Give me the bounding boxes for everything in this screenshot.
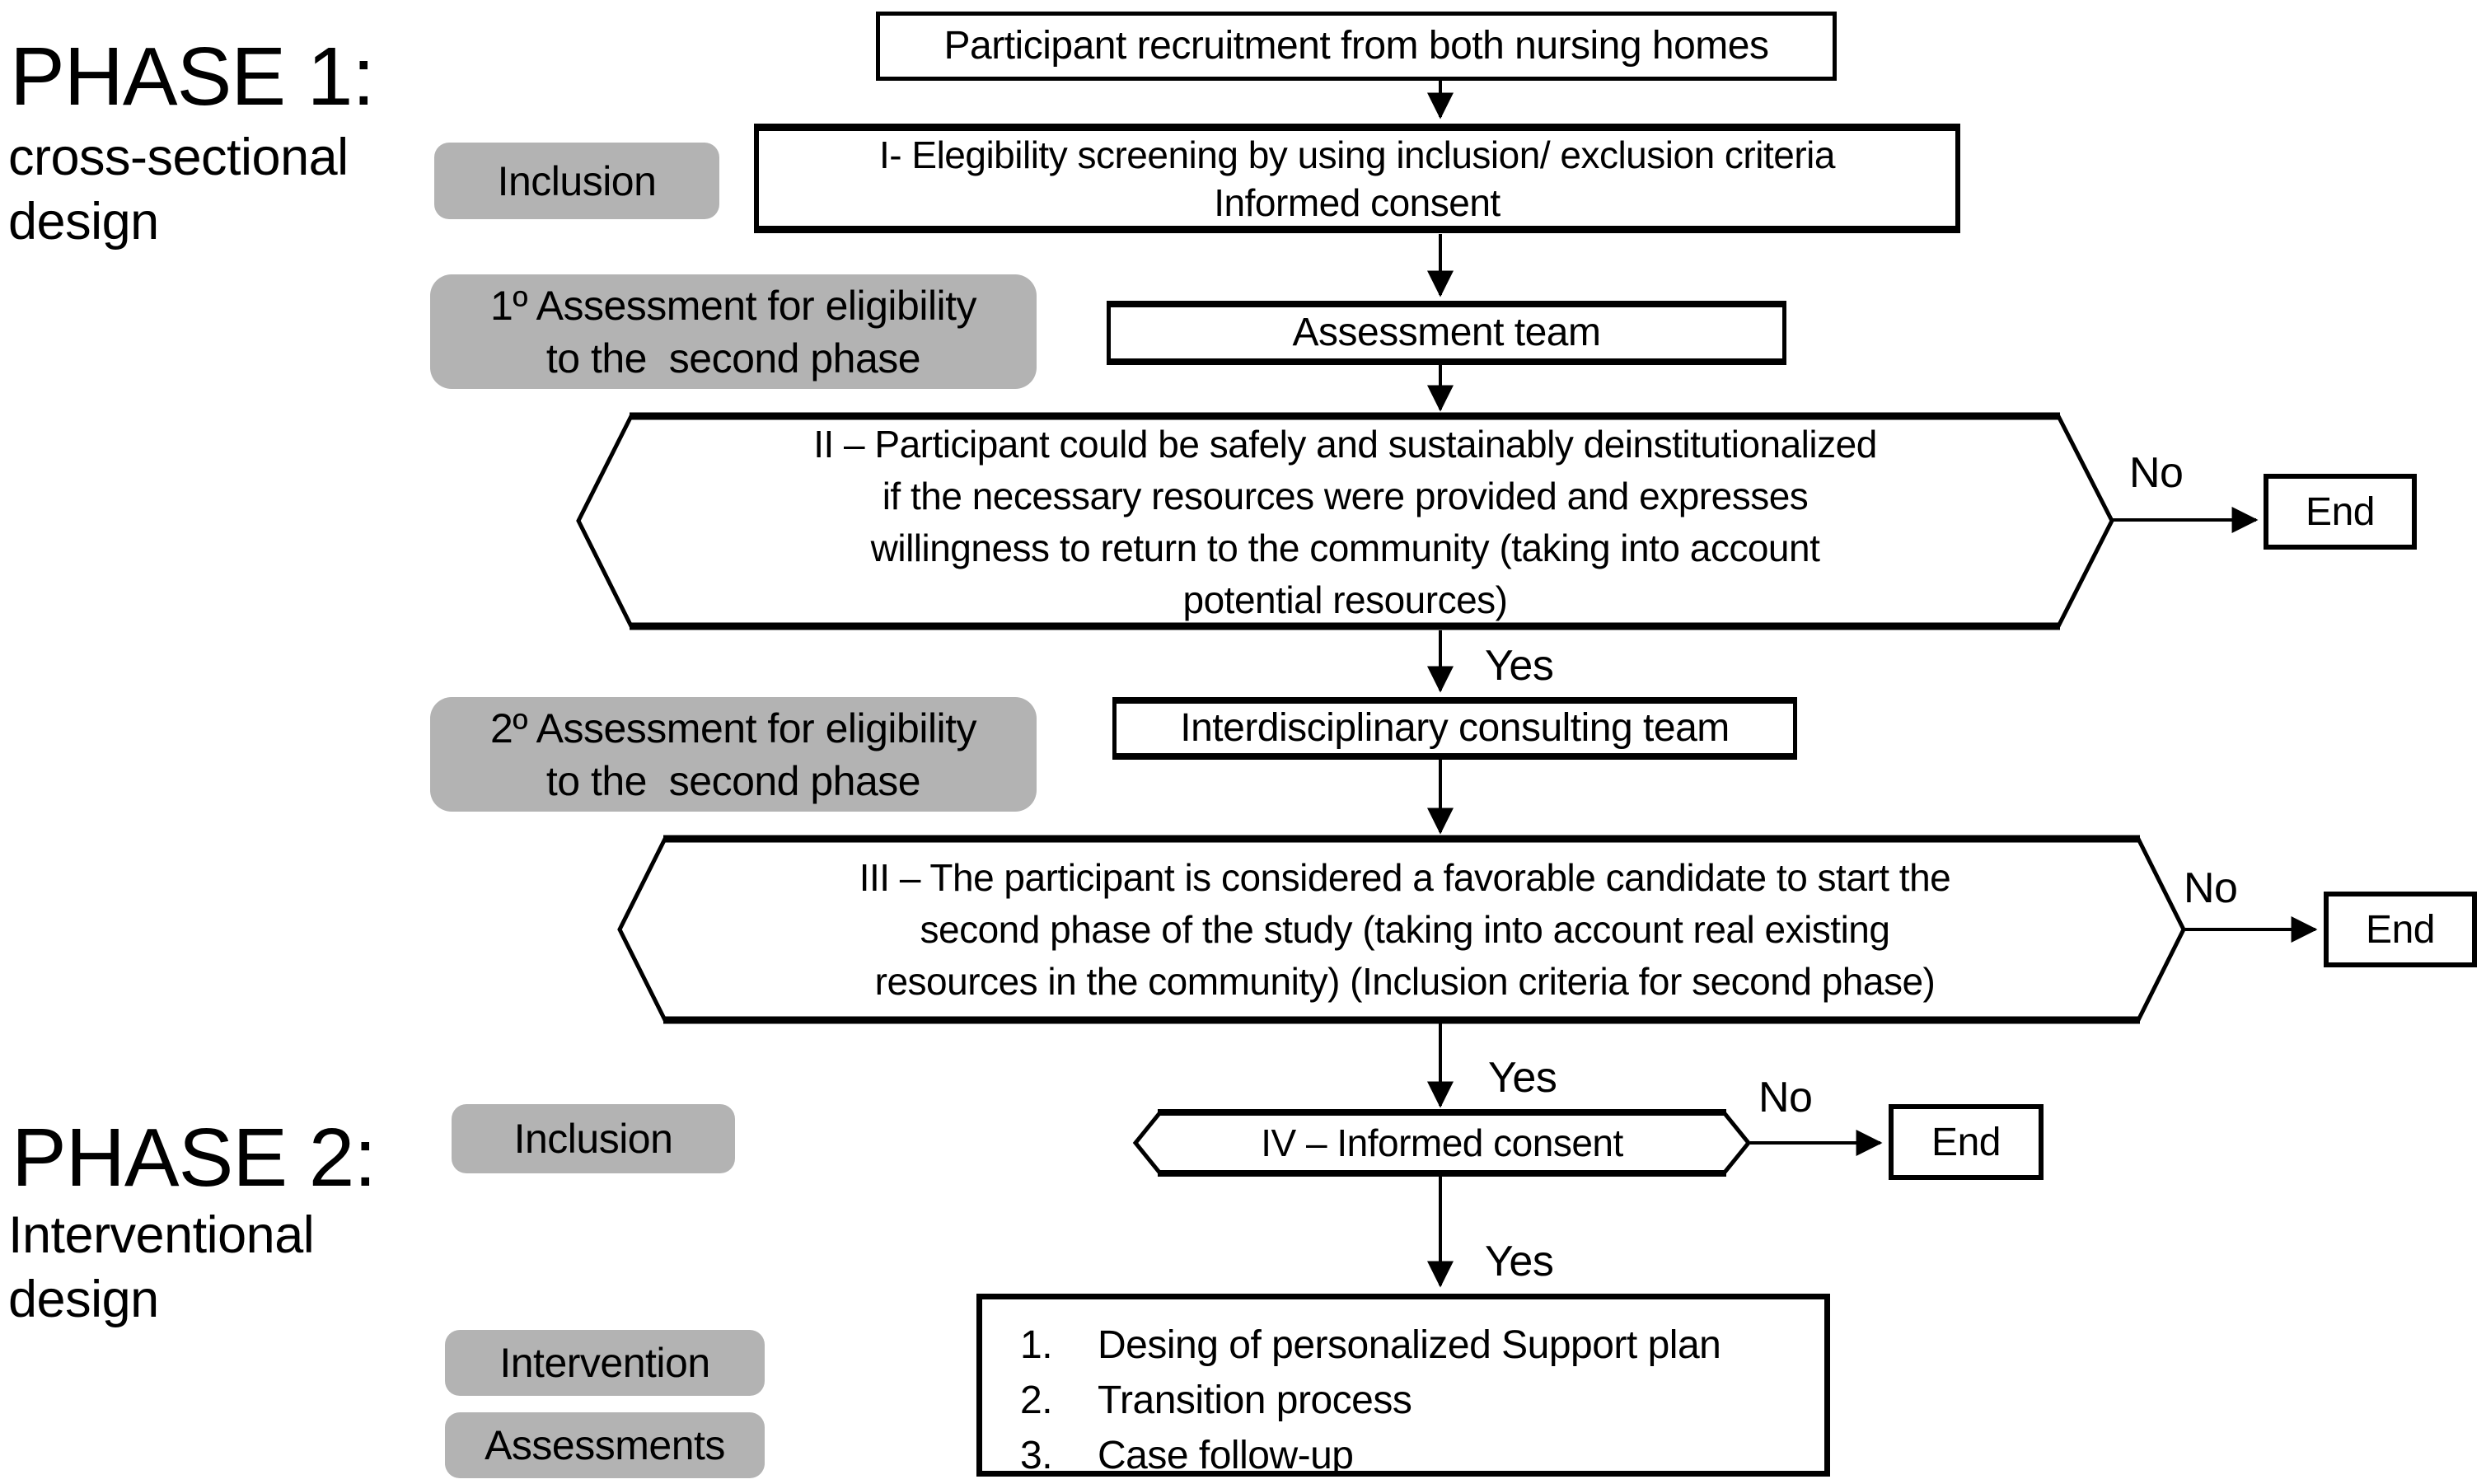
step-2-number: 2. [1020,1379,1053,1422]
consulting-team-text: Interdisciplinary consulting team [1180,705,1730,750]
recruitment-box: Participant recruitment from both nursin… [876,12,1837,81]
stage-label-inclusion-phase1: Inclusion [434,143,719,219]
decision-iv-text: IV – Informed consent [1135,1112,1749,1173]
decision-iii-line2: second phase of the study (taking into a… [920,907,1890,951]
end-box-decision-iii: End [2324,892,2477,967]
assessment-team-text: Assessment team [1292,310,1601,354]
yes-label-decision-ii: Yes [1485,642,1554,690]
intervention-steps-box: 1. Desing of personalized Support plan 2… [976,1294,1830,1477]
decision-ii-line2: if the necessary resources were provided… [882,475,1809,517]
first-assessment-line2: to the second phase [545,335,921,382]
decision-ii-line1: II – Participant could be safely and sus… [813,423,1877,466]
step-row-2: 2. Transition process [1020,1373,1808,1428]
phase2-subtitle-line1: Interventional [8,1206,315,1264]
first-assessment-line1: 1º Assessment for eligibility [489,282,977,329]
end-box-decision-iii-text: End [2366,907,2435,952]
end-box-decision-ii: End [2264,474,2417,550]
decision-iii-line3: resources in the community) (Inclusion c… [874,959,1936,1003]
phase1-subtitle-line2: design [8,193,159,250]
stage-label-first-assessment: 1º Assessment for eligibility to the sec… [430,274,1037,389]
phase2-subtitle-line2: design [8,1271,159,1328]
stage-label-assessments: Assessments [445,1412,765,1478]
step-1-number: 1. [1020,1323,1053,1367]
step-row-3: 3. Case follow-up [1020,1428,1808,1483]
no-label-decision-iv: No [1758,1074,1813,1121]
second-assessment-line1: 2º Assessment for eligibility [489,705,977,751]
consulting-team-box: Interdisciplinary consulting team [1112,697,1797,760]
decision-ii-line3: willingness to return to the community (… [870,527,1820,569]
decision-iii-text: III – The participant is considered a fa… [684,841,2126,1018]
no-label-decision-ii: No [2129,449,2184,497]
step-3-number: 3. [1020,1434,1053,1477]
decision-ii-text: II – Participant could be safely and sus… [639,419,2052,626]
yes-label-decision-iii: Yes [1488,1054,1557,1102]
assessment-team-box: Assessment team [1107,301,1786,365]
recruitment-text: Participant recruitment from both nursin… [943,23,1769,68]
screening-line1: I- Elegibility screening by using inclus… [879,133,1835,176]
step-2-label: Transition process [1098,1379,1412,1422]
end-box-decision-iv: End [1889,1104,2044,1180]
stage-label-inclusion-phase2: Inclusion [452,1104,735,1173]
end-box-decision-ii-text: End [2306,489,2375,534]
step-3-label: Case follow-up [1098,1434,1354,1477]
end-box-decision-iv-text: End [1931,1120,2001,1164]
stage-label-second-assessment: 2º Assessment for eligibility to the sec… [430,697,1037,812]
stage-label-assessments-text: Assessments [485,1422,725,1468]
phase2-title: PHASE 2: [12,1112,377,1204]
screening-line2: Informed consent [1214,180,1500,224]
step-1-label: Desing of personalized Support plan [1098,1323,1721,1367]
decision-iii-line1: III – The participant is considered a fa… [859,855,1951,899]
yes-label-decision-iv: Yes [1485,1238,1554,1285]
no-label-decision-iii: No [2184,864,2238,912]
decision-iv-line1: IV – Informed consent [1261,1121,1623,1164]
step-row-1: 1. Desing of personalized Support plan [1020,1318,1808,1373]
screening-box: I- Elegibility screening by using inclus… [754,124,1960,233]
decision-ii-line4: potential resources) [1182,578,1508,621]
phase1-title: PHASE 1: [10,30,375,123]
stage-label-inclusion-phase2-text: Inclusion [513,1116,673,1162]
stage-label-intervention-text: Intervention [499,1340,710,1386]
stage-label-inclusion-phase1-text: Inclusion [497,157,657,204]
second-assessment-line2: to the second phase [545,757,921,804]
phase1-subtitle-line1: cross-sectional [8,129,349,186]
stage-label-intervention: Intervention [445,1330,765,1396]
